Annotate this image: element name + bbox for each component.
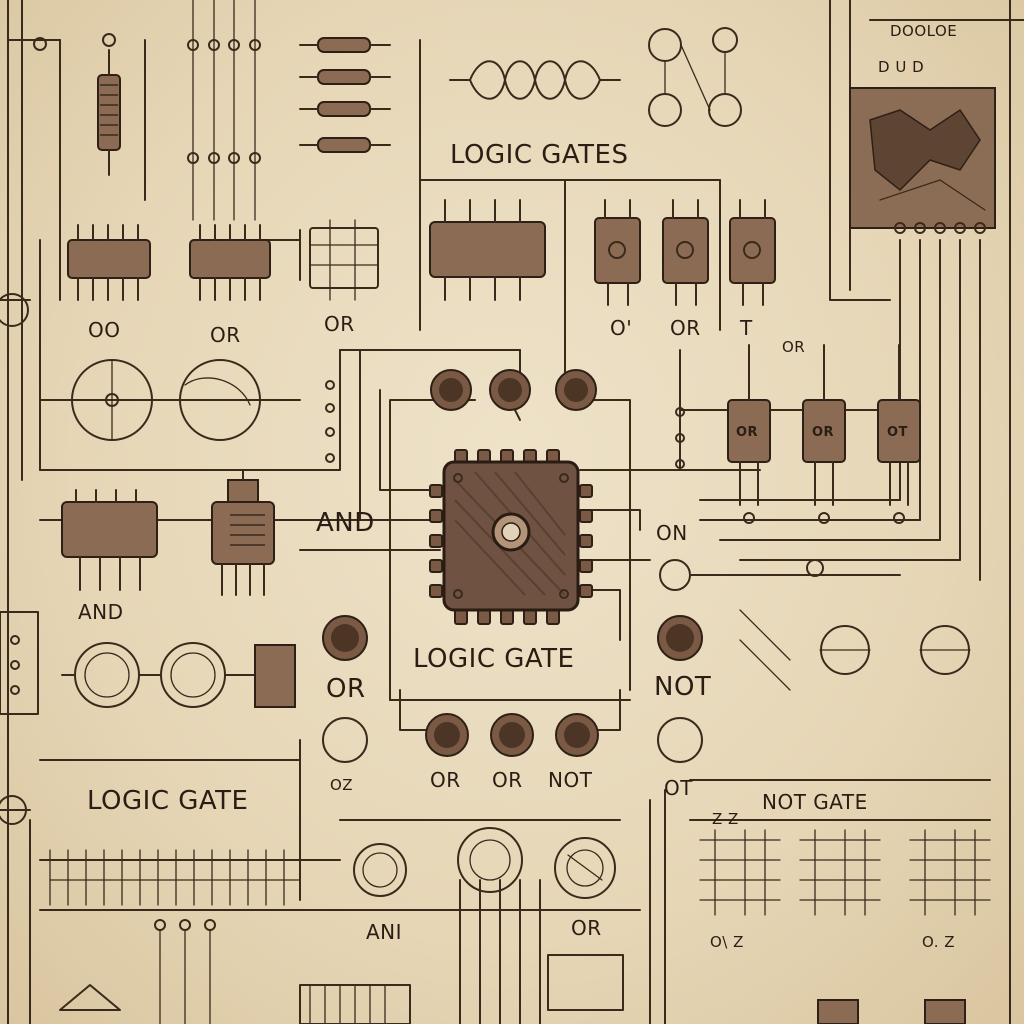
ot-right: OT [664,776,693,800]
t-right-row1: T [740,316,753,340]
top-right-circle-symbols [648,27,742,127]
or-row1-b: OR [324,312,355,336]
top-right-picture-box [849,87,996,234]
logic-gate-center-label: LOGIC GATE [413,644,575,674]
or-right-mid: OR [782,338,806,356]
and-mid-label: AND [316,508,375,538]
or-center-left: OR [326,674,366,704]
left-bottom-round-symbols [0,293,296,825]
chip-label-ot: OT [887,425,908,440]
top-left-coil-components [33,33,121,176]
dz-label-3: O. Z [922,933,956,951]
and-bottom-label: ANI [366,920,403,944]
and-left-label: AND [78,600,124,624]
or-row1-c: OR [670,316,701,340]
bottom-right-gate-blocks [699,829,991,916]
not-bottom: NOT [548,768,593,792]
chip-label-or-1: OR [736,425,759,440]
top-small-pin-columns [187,0,261,221]
bottom-round-symbols [353,827,616,899]
right-mid-circles [739,559,971,691]
or-bottom-1: OR [430,768,461,792]
logic-gate-left-label: LOGIC GATE [87,786,249,816]
left-round-symbols [71,359,261,441]
dz-label-2: O\ Z [710,933,744,951]
left-mid-components [61,469,275,596]
chip-label-or-2: OR [812,425,835,440]
top-resistor-column [299,37,391,153]
not-right: NOT [654,672,712,702]
left-bottom-comb [49,849,301,906]
oo-row1: OO [88,318,121,342]
logic-gates-heading: LOGIC GATES [450,140,629,170]
or-bottom-right: OR [571,916,602,940]
not-gate-label: NOT GATE [762,790,868,814]
or-bottom-2: OR [492,768,523,792]
or-row1-a: OR [210,323,241,347]
resistor [299,37,391,153]
ic-chip-row1-left [67,219,379,301]
dz-label-1: Z Z [712,810,739,828]
on-right: ON [656,521,688,545]
central-ic-chip [429,449,593,625]
top-right-box-label: DOOLOE [890,22,958,40]
ic-chip-row1-center [429,199,776,306]
oz-label: OZ [330,776,354,794]
round-gate-tokens [322,369,703,763]
top-inductor [449,60,621,100]
small-dot-terminals [325,380,685,469]
o-left-row1: O' [610,316,633,340]
top-right-sub-label: D U D [878,58,925,76]
right-vertical-gates [727,344,921,524]
bottom-small-parts [59,919,966,1024]
